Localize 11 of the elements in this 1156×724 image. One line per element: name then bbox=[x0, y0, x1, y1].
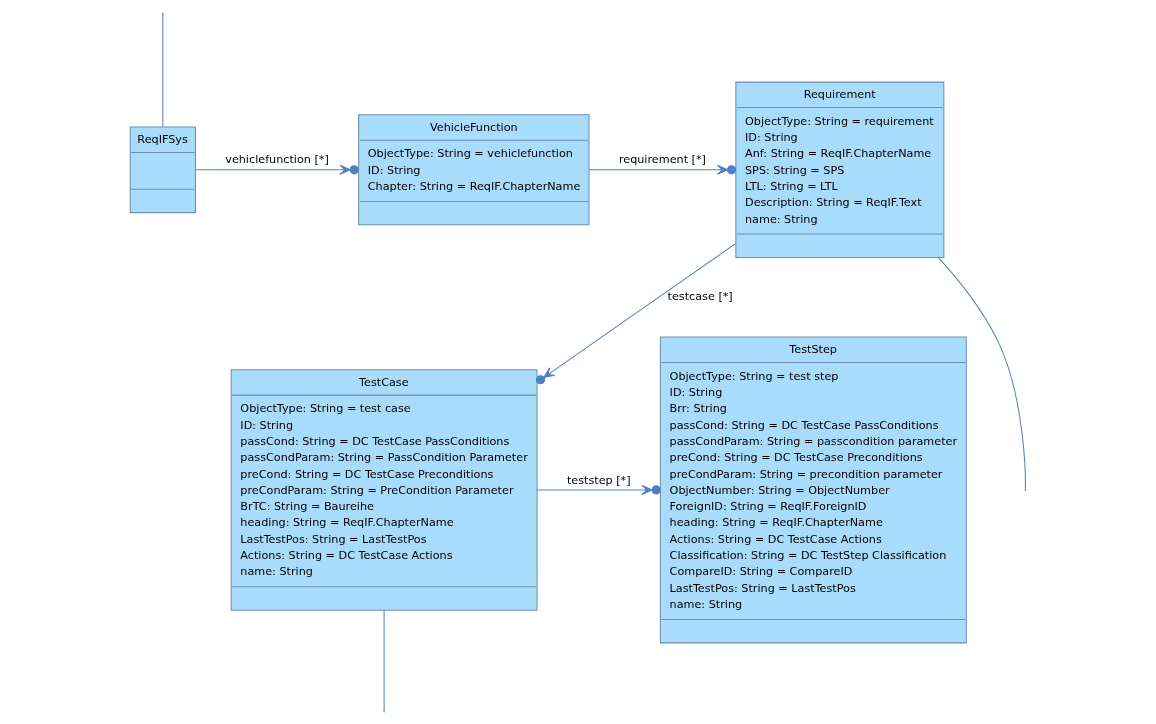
connector bbox=[162, 12, 164, 127]
arrow bbox=[588, 164, 737, 175]
arrow bbox=[195, 164, 359, 175]
edge-label: vehiclefunction [*] bbox=[225, 152, 329, 166]
edge-label: testcase [*] bbox=[667, 289, 733, 303]
edge-label: teststep [*] bbox=[566, 473, 631, 487]
arrow bbox=[535, 242, 737, 384]
connector bbox=[383, 609, 385, 712]
connector bbox=[937, 256, 1026, 489]
edge-label: requirement [*] bbox=[618, 152, 706, 166]
arrow bbox=[536, 484, 661, 495]
